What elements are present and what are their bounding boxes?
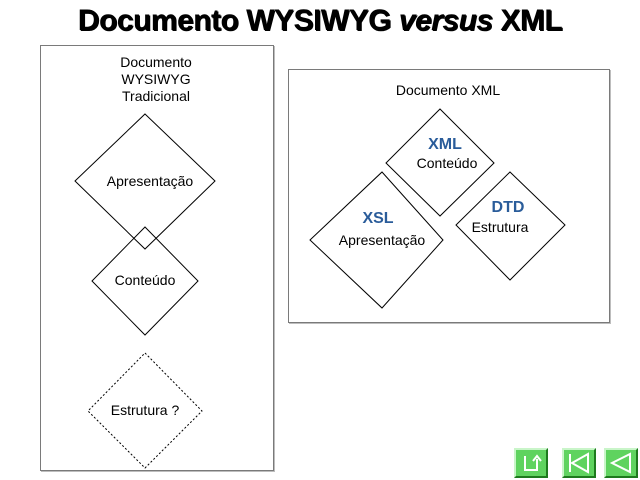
node-apresentacao-label: Apresentação xyxy=(106,173,194,189)
first-slide-button[interactable] xyxy=(562,448,596,478)
xml-panel xyxy=(288,69,610,323)
node-dtd-keyword: DTD xyxy=(491,199,525,216)
return-icon xyxy=(524,454,542,471)
node-xsl-label: Apresentação xyxy=(338,232,426,248)
return-button[interactable] xyxy=(514,448,548,478)
wysiwyg-panel-label: Documento WYSIWYG Tradicional xyxy=(120,54,192,104)
previous-slide-icon xyxy=(609,452,631,474)
slide-title: Documento WYSIWYG versus XML xyxy=(77,4,563,37)
first-slide-icon xyxy=(569,452,589,474)
node-xml-keyword: XML xyxy=(428,136,462,153)
node-xsl-keyword: XSL xyxy=(362,210,394,227)
node-estrutura-label: Estrutura ? xyxy=(110,402,180,418)
previous-slide-button[interactable] xyxy=(604,448,638,478)
xml-panel-label: Documento XML xyxy=(395,82,501,98)
node-dtd-label: Estrutura xyxy=(471,219,529,235)
node-conteudo-label: Conteúdo xyxy=(114,272,176,288)
node-xml-label: Conteúdo xyxy=(416,155,478,171)
